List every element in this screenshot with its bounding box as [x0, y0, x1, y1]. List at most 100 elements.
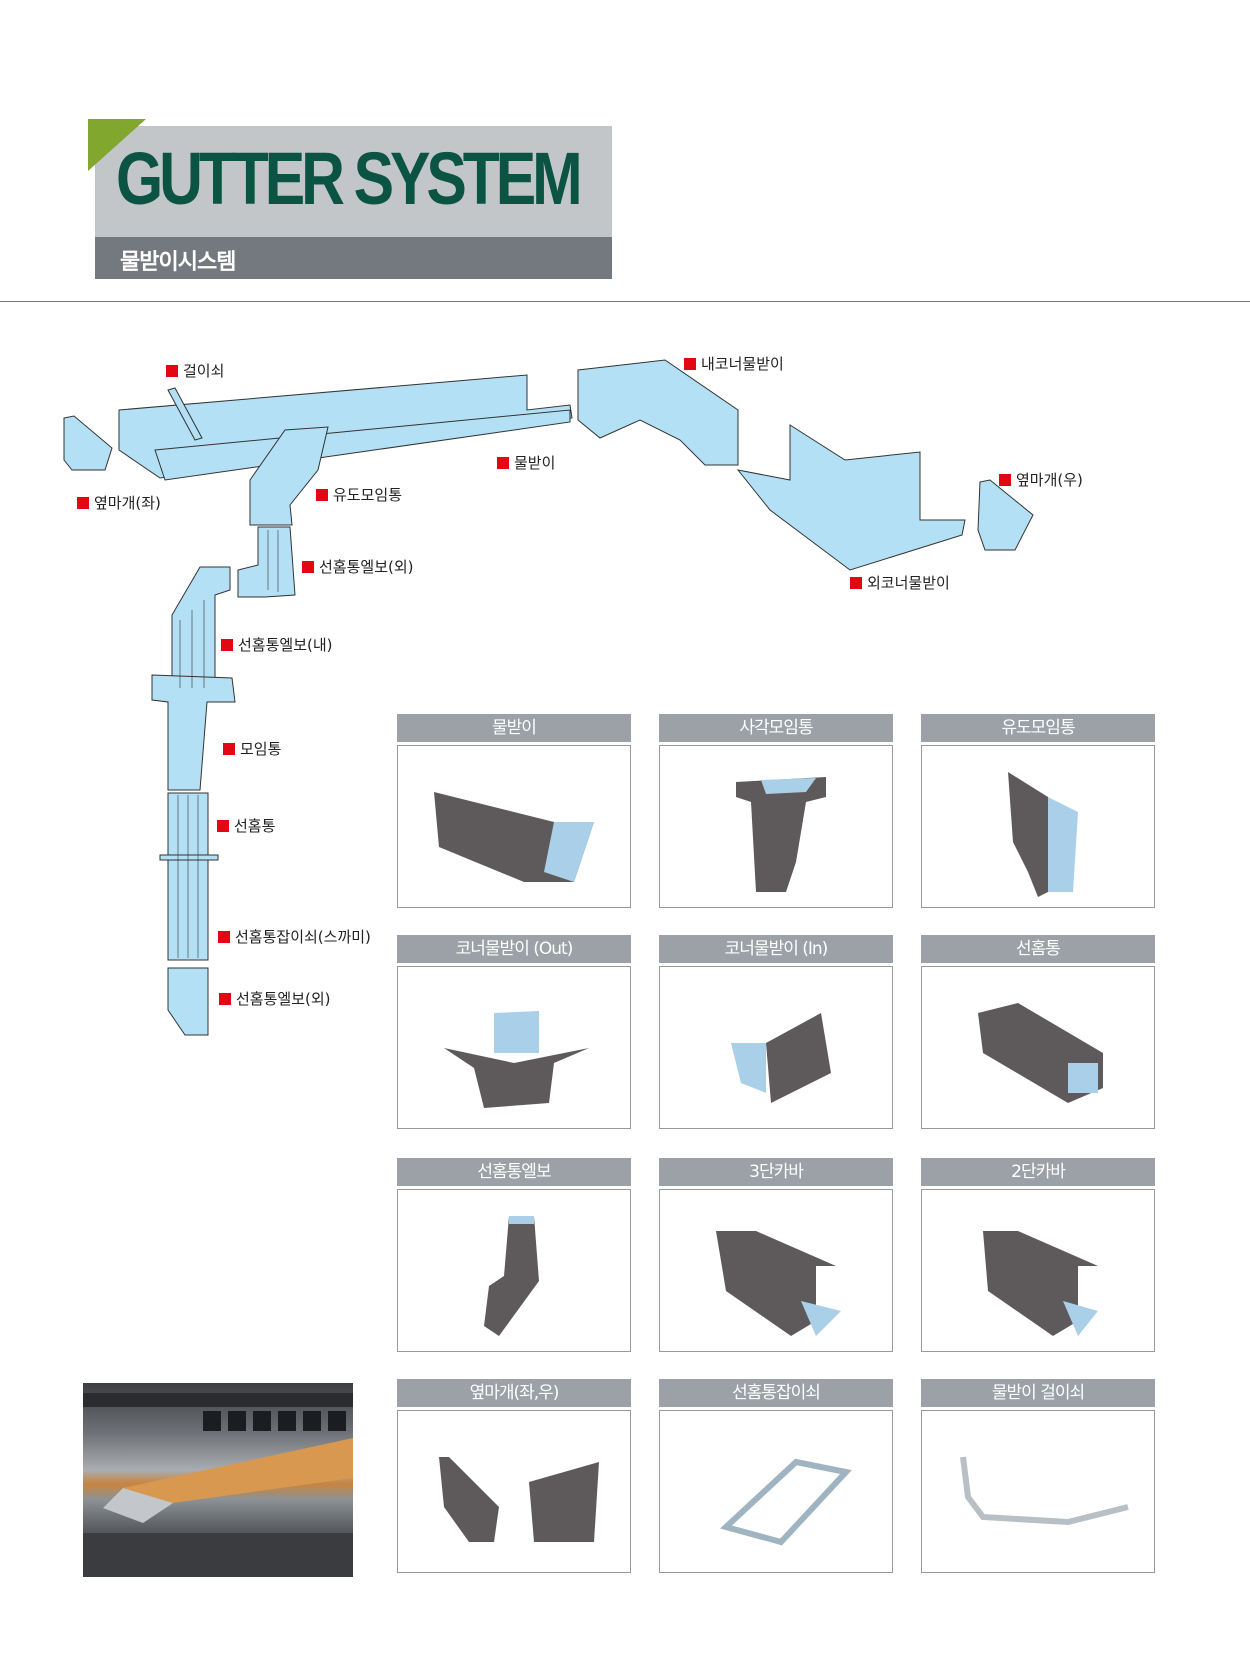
product-label: 옆마개(좌,우)	[397, 1379, 631, 1407]
end-cap-left	[63, 415, 113, 471]
diagram-label-endcap-left: 옆마개(좌)	[77, 492, 161, 513]
marker-icon	[219, 992, 231, 1005]
product-box-outlet-illustration	[736, 776, 826, 892]
marker-icon	[684, 357, 696, 370]
marker-icon	[77, 496, 89, 509]
marker-icon	[999, 473, 1011, 486]
product-elbow-illustration	[484, 1215, 539, 1336]
product-image	[921, 1410, 1155, 1573]
marker-icon	[218, 930, 230, 943]
page-subtitle: 물받이시스템	[120, 250, 236, 275]
product-image	[921, 966, 1155, 1129]
label-text: 선홈통엘보(외)	[319, 558, 414, 576]
marker-icon	[497, 456, 509, 469]
product-card: 옆마개(좌,우)	[397, 1379, 631, 1573]
marker-icon	[316, 488, 328, 501]
product-bracket-illustration	[720, 1458, 852, 1545]
product-card: 2단카바	[921, 1158, 1155, 1352]
diagram-label-collector: 모임통	[223, 738, 281, 759]
product-image	[659, 1189, 893, 1352]
product-image	[397, 1189, 631, 1352]
product-label: 3단카바	[659, 1158, 893, 1186]
product-image	[659, 745, 893, 908]
product-image	[397, 745, 631, 908]
diagram-label-endcap-right: 옆마개(우)	[999, 469, 1083, 490]
diagram-label-inner-corner: 내코너물받이	[684, 353, 784, 374]
marker-icon	[850, 576, 862, 589]
diagram-label-gutter: 물받이	[497, 452, 555, 473]
product-guide-outlet-illustration	[1008, 771, 1078, 897]
label-text: 내코너물받이	[701, 355, 784, 373]
elbow-inner	[171, 566, 231, 691]
product-image	[397, 1410, 631, 1573]
label-text: 선홈통	[234, 817, 276, 835]
marker-icon	[302, 560, 314, 573]
label-text: 선홈통잡이쇠(스까미)	[235, 928, 371, 946]
label-text: 모임통	[240, 740, 282, 758]
product-label: 선홈통엘보	[397, 1158, 631, 1186]
header-subtitle-band	[95, 237, 612, 279]
marker-icon	[223, 742, 235, 755]
product-label: 코너물받이 (In)	[659, 935, 893, 963]
product-image	[659, 1410, 893, 1573]
marker-icon	[217, 819, 229, 832]
accent-triangle	[88, 119, 146, 171]
product-card: 선홈통엘보	[397, 1158, 631, 1352]
product-card: 유도모임통	[921, 714, 1155, 908]
product-label: 물받이 걸이쇠	[921, 1379, 1155, 1407]
product-corner-out-illustration	[444, 1010, 589, 1108]
label-text: 물받이	[514, 454, 556, 472]
product-cover2-illustration	[983, 1230, 1098, 1336]
elbow-top	[237, 526, 296, 598]
elbow-bottom	[167, 967, 209, 1036]
inner-corner	[577, 359, 739, 466]
diagram-label-hanger: 걸이쇠	[166, 360, 224, 381]
hanger	[167, 387, 203, 441]
product-card: 선홈통잡이쇠	[659, 1379, 893, 1573]
product-pipe-illustration	[978, 1002, 1103, 1103]
outer-corner	[736, 424, 966, 571]
product-card: 사각모임통	[659, 714, 893, 908]
product-card: 물받이	[397, 714, 631, 908]
product-label: 유도모임통	[921, 714, 1155, 742]
end-cap-right	[977, 479, 1034, 551]
factory-photo	[83, 1383, 353, 1577]
marker-icon	[166, 364, 178, 377]
product-card: 물받이 걸이쇠	[921, 1379, 1155, 1573]
product-label: 선홈통잡이쇠	[659, 1379, 893, 1407]
product-label: 코너물받이 (Out)	[397, 935, 631, 963]
product-endcaps-illustration	[439, 1456, 599, 1542]
product-gutter-illustration	[434, 791, 594, 882]
product-label: 사각모임통	[659, 714, 893, 742]
product-hanger-illustration	[960, 1456, 1129, 1525]
product-image	[921, 745, 1155, 908]
guide-outlet	[249, 426, 329, 526]
product-card: 선홈통	[921, 935, 1155, 1129]
label-text: 외코너물받이	[867, 574, 950, 592]
diagram-label-elbow-out-bottom: 선홈통엘보(외)	[219, 988, 331, 1009]
collector	[151, 674, 236, 791]
label-text: 유도모임통	[333, 486, 403, 504]
product-card: 3단카바	[659, 1158, 893, 1352]
product-card: 코너물받이 (Out)	[397, 935, 631, 1129]
diagram-label-pipe-clamp: 선홈통잡이쇠(스까미)	[218, 926, 371, 947]
product-image	[397, 966, 631, 1129]
product-label: 물받이	[397, 714, 631, 742]
product-image	[921, 1189, 1155, 1352]
pipe-clamp	[159, 854, 219, 861]
diagram-label-guide-outlet: 유도모임통	[316, 484, 402, 505]
label-text: 옆마개(좌)	[94, 494, 161, 512]
label-text: 걸이쇠	[183, 362, 225, 380]
gutter-assembly-diagram	[63, 359, 1034, 1036]
label-text: 선홈통엘보(외)	[236, 990, 331, 1008]
diagram-label-outer-corner: 외코너물받이	[850, 572, 950, 593]
marker-icon	[221, 638, 233, 651]
product-corner-in-illustration	[731, 1012, 831, 1103]
product-cover3-illustration	[716, 1230, 841, 1336]
product-card: 코너물받이 (In)	[659, 935, 893, 1129]
divider	[0, 301, 1250, 302]
diagram-label-elbow-in: 선홈통엘보(내)	[221, 634, 333, 655]
product-image	[659, 966, 893, 1129]
page-title: GUTTER SYSTEM	[116, 137, 583, 220]
diagram-label-elbow-out-top: 선홈통엘보(외)	[302, 556, 414, 577]
